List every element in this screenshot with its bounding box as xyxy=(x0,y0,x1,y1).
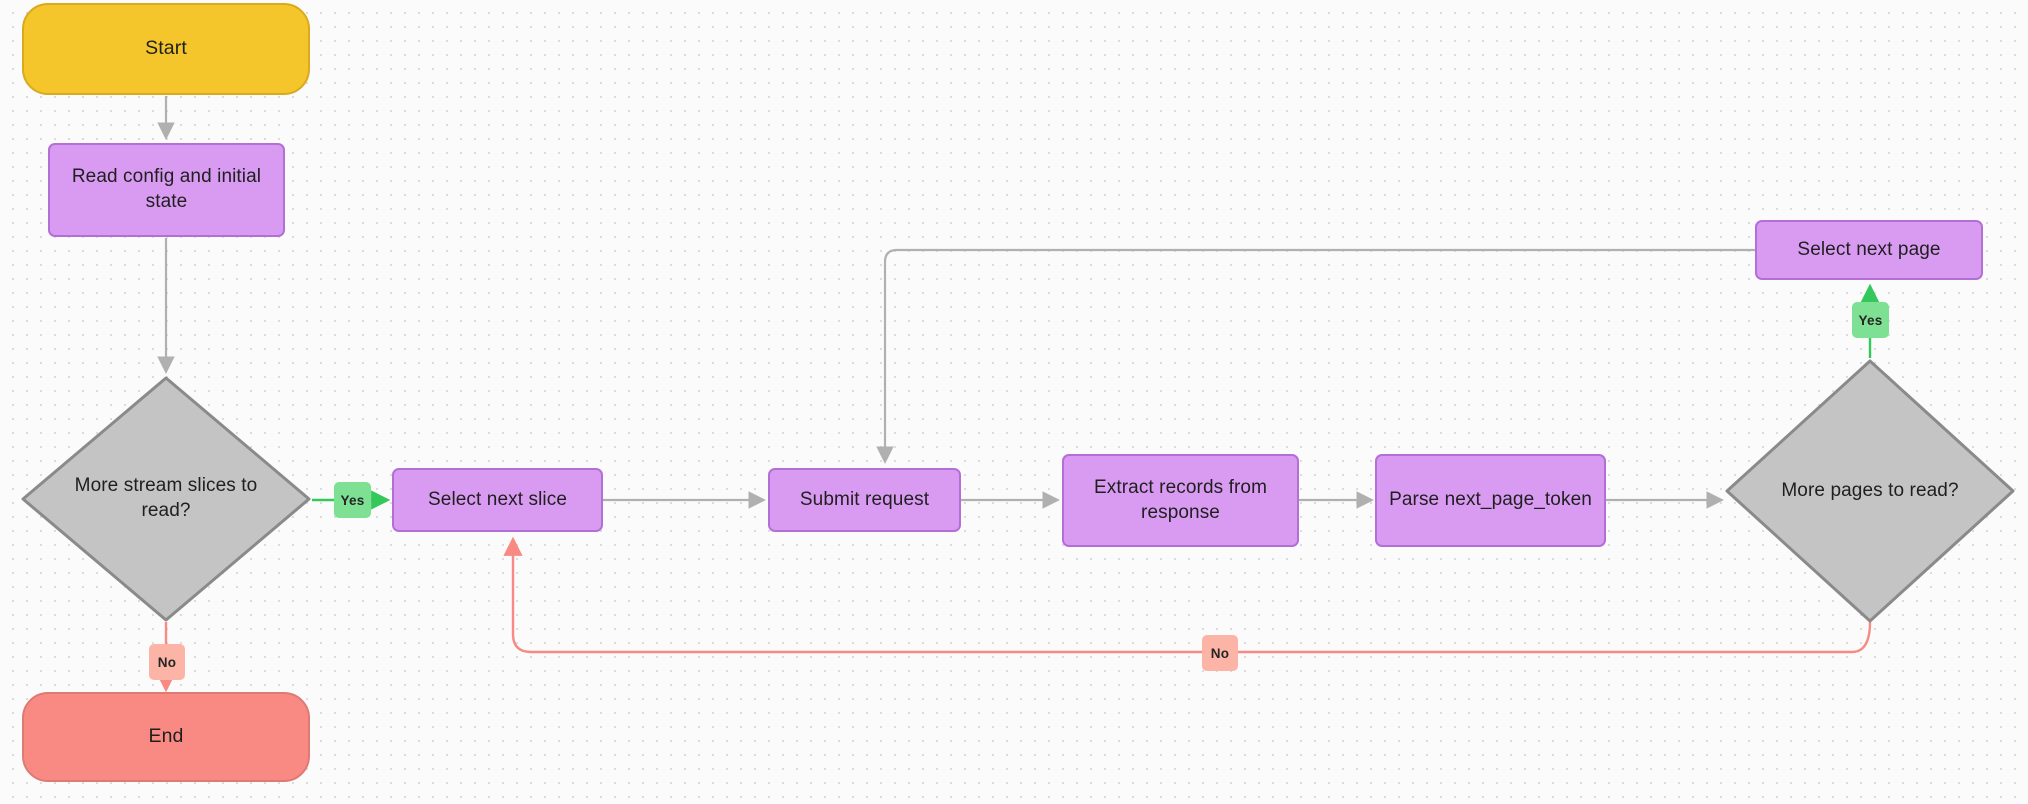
node-more-stream-slices[interactable]: More stream slices to read? xyxy=(20,375,312,623)
node-more-pages[interactable]: More pages to read? xyxy=(1724,358,2016,624)
node-read-config-label: Read config and initial state xyxy=(71,166,262,212)
edge-more-pages-no xyxy=(503,536,1872,654)
node-select-next-slice-label: Select next slice xyxy=(428,488,567,510)
node-extract-records[interactable]: Extract records from response xyxy=(1062,454,1299,547)
edge-label-pages-yes: Yes xyxy=(1852,302,1889,338)
node-select-next-slice[interactable]: Select next slice xyxy=(392,468,603,532)
node-read-config[interactable]: Read config and initial state xyxy=(48,143,285,237)
node-select-next-page-label: Select next page xyxy=(1797,238,1941,260)
edge-select-page-to-submit xyxy=(876,248,1755,464)
edge-label-pages-yes-text: Yes xyxy=(1858,312,1883,328)
node-end-label: End xyxy=(148,725,184,748)
node-parse-next-page-token[interactable]: Parse next_page_token xyxy=(1375,454,1606,547)
node-select-next-page[interactable]: Select next page xyxy=(1755,220,1983,280)
node-end[interactable]: End xyxy=(22,692,310,782)
node-more-pages-label: More pages to read? xyxy=(1781,479,1959,501)
node-extract-records-label: Extract records from response xyxy=(1093,476,1268,523)
edge-label-slices-no: No xyxy=(149,644,185,680)
edge-label-pages-no: No xyxy=(1202,635,1238,671)
node-submit-request-label: Submit request xyxy=(799,488,930,510)
node-more-stream-slices-label: More stream slices to read? xyxy=(74,475,258,521)
node-start-label: Start xyxy=(145,37,187,60)
edge-label-slices-no-text: No xyxy=(157,654,177,670)
edge-label-slices-yes: Yes xyxy=(334,482,371,518)
edge-label-slices-yes-text: Yes xyxy=(340,492,365,508)
node-start[interactable]: Start xyxy=(22,3,310,95)
node-submit-request[interactable]: Submit request xyxy=(768,468,961,532)
node-parse-next-page-token-label: Parse next_page_token xyxy=(1389,489,1592,511)
diamond-shape xyxy=(21,376,311,622)
edge-label-pages-no-text: No xyxy=(1210,645,1230,661)
